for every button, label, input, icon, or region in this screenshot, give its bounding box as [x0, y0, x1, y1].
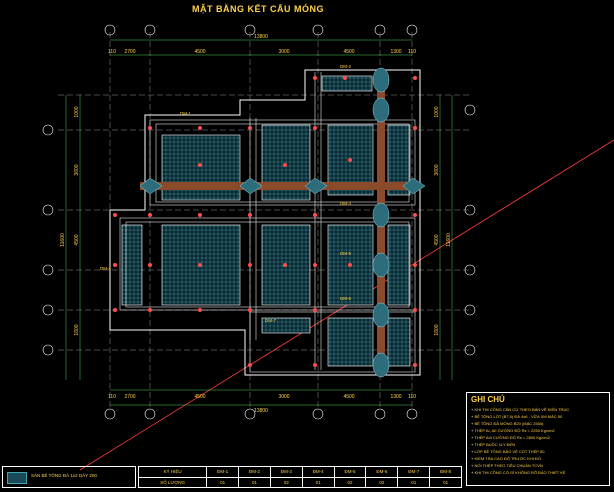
- column-markers: [113, 76, 417, 367]
- dim-right-seg-4: 1600: [434, 324, 440, 335]
- note-line: KHI THI CÔNG CĂN CỨ THEO BẢN VẼ KIẾN TRÚ…: [471, 406, 605, 413]
- schedule-cell: ĐM-6: [365, 466, 399, 478]
- schedule-cell: ĐM-7: [397, 466, 431, 478]
- schedule-cell: ĐM-3: [269, 466, 303, 478]
- notes-title: GHI CHÚ: [471, 395, 505, 404]
- beam-label-dm1: DM-1: [180, 111, 191, 116]
- schedule-cell: ĐM-1: [206, 466, 240, 478]
- note-line: KHI THI CÔNG CÓ GÌ KHÔNG RÕ BÁO THIẾT KẾ: [471, 469, 605, 476]
- schedule-cell: ĐM-5: [333, 466, 367, 478]
- dim-bottom-seg-6: 1300: [390, 394, 401, 400]
- note-line: BÊ TÔNG LÓT (B7,5) ĐÁ 4x6 - VỮA XM MÁC 5…: [471, 413, 605, 420]
- pad-footings: [139, 67, 426, 378]
- beam-label-dm2: DM-2: [340, 64, 351, 69]
- schedule-cell: SỐ LƯỢNG: [137, 476, 208, 488]
- beam-label-dm5: DM-5: [340, 251, 351, 256]
- dim-bottom-seg-7: 110: [408, 394, 416, 400]
- note-line: BÊ TÔNG ĐÀ MÓNG B20 (MÁC 250#): [471, 420, 605, 427]
- schedule-cell: ĐM-4: [301, 466, 335, 478]
- dim-left-total: 11600: [60, 233, 66, 247]
- schedule-cell: 01: [429, 476, 462, 488]
- dimension-texts: 13800 110 2700 4500 3000 4500 1300 110 1…: [108, 34, 416, 414]
- dim-bottom-seg-1: 110: [108, 394, 116, 400]
- building-outline: [109, 69, 421, 376]
- schedule-cell: 01: [206, 476, 240, 488]
- schedule-cell: 02: [333, 476, 367, 488]
- schedule-header-row: KÝ HIỆU ĐM-1 ĐM-2 ĐM-3 ĐM-4 ĐM-5 ĐM-6 ĐM…: [137, 466, 462, 478]
- beam-schedule-table: KÝ HIỆU ĐM-1 ĐM-2 ĐM-3 ĐM-4 ĐM-5 ĐM-6 ĐM…: [137, 466, 462, 488]
- schedule-cell: KÝ HIỆU: [137, 466, 208, 478]
- dim-left-seg-4: 1600: [74, 324, 80, 335]
- beam-label-dm7: DM-7: [265, 318, 276, 323]
- dim-top-seg-7: 110: [408, 49, 416, 55]
- schedule-cell: ĐM-2: [238, 466, 271, 478]
- notes-box: GHI CHÚ KHI THI CÔNG CĂN CỨ THEO BẢN VẼ …: [466, 392, 610, 486]
- dim-top-seg-5: 4500: [343, 49, 354, 55]
- beam-label-dm3: DM-3: [340, 201, 351, 206]
- note-line: KIỂM TRA CAO ĐỘ TRƯỚC KHI ĐỔ: [471, 455, 605, 462]
- legend-box: SÀN BÊ TÔNG ĐÁ 1x2 DÀY 200: [2, 466, 136, 488]
- schedule-cell: 02: [269, 476, 303, 488]
- dim-top-seg-3: 4500: [194, 49, 205, 55]
- dim-bottom-total: 13800: [254, 408, 268, 414]
- dim-bottom-seg-5: 4500: [343, 394, 354, 400]
- dim-top-total: 13800: [254, 34, 268, 40]
- dimension-lines: [65, 39, 453, 406]
- beam-label-dm6: DM-6: [340, 296, 351, 301]
- dim-bottom-seg-3: 4500: [194, 394, 205, 400]
- dim-left-seg-3: 4500: [74, 234, 80, 245]
- dim-left-seg-2: 3600: [74, 164, 80, 175]
- note-line: THÉP AI, AII CƯỜNG ĐỘ Rs = 2250 Kg/cm2: [471, 427, 605, 434]
- note-line: NỐI THÉP THEO TIÊU CHUẨN TCVN: [471, 462, 605, 469]
- dim-right-total: 11600: [446, 233, 452, 247]
- dim-top-seg-1: 110: [108, 49, 116, 55]
- dim-left-seg-1: 1000: [74, 106, 80, 117]
- schedule-cell: 01: [238, 476, 271, 488]
- dimension-texts-vertical: 1000 3600 4500 1600 11600 1000 3600 4500…: [60, 106, 452, 335]
- schedule-value-row: SỐ LƯỢNG 01 01 02 01 02 02 01 01: [137, 476, 462, 488]
- schedule-cell: 01: [397, 476, 431, 488]
- drawing-title: MẶT BẰNG KẾT CẤU MÓNG: [192, 4, 324, 14]
- note-line: LỚP BÊ TÔNG BẢO VỆ CỐT THÉP 50: [471, 448, 605, 455]
- dim-bottom-seg-4: 3000: [278, 394, 289, 400]
- axis-bubbles: [42, 24, 476, 420]
- schedule-cell: ĐM-8: [429, 466, 462, 478]
- schedule-cell: 01: [301, 476, 335, 488]
- dim-bottom-seg-2: 2700: [124, 394, 135, 400]
- dim-top-seg-2: 2700: [124, 49, 135, 55]
- dim-right-seg-3: 4500: [434, 234, 440, 245]
- dim-right-seg-2: 3600: [434, 164, 440, 175]
- dim-top-seg-6: 1300: [390, 49, 401, 55]
- dim-right-seg-1: 1000: [434, 106, 440, 117]
- note-line: THÉP BUỘC 1LY ĐEN: [471, 441, 605, 448]
- note-line: THÉP AIII CƯỜNG ĐỘ Rs = 2800 Kg/cm2: [471, 434, 605, 441]
- slab-hatch-swatch: [7, 472, 27, 484]
- beam-label-dm4: DM-4: [100, 266, 111, 271]
- beam-labels: DM-1 DM-2 DM-3 DM-4 DM-5 DM-6 DM-7: [100, 64, 351, 323]
- dim-top-seg-4: 3000: [278, 49, 289, 55]
- schedule-cell: 02: [365, 476, 399, 488]
- legend-label: SÀN BÊ TÔNG ĐÁ 1x2 DÀY 200: [31, 473, 97, 478]
- slab-panels: [121, 75, 411, 367]
